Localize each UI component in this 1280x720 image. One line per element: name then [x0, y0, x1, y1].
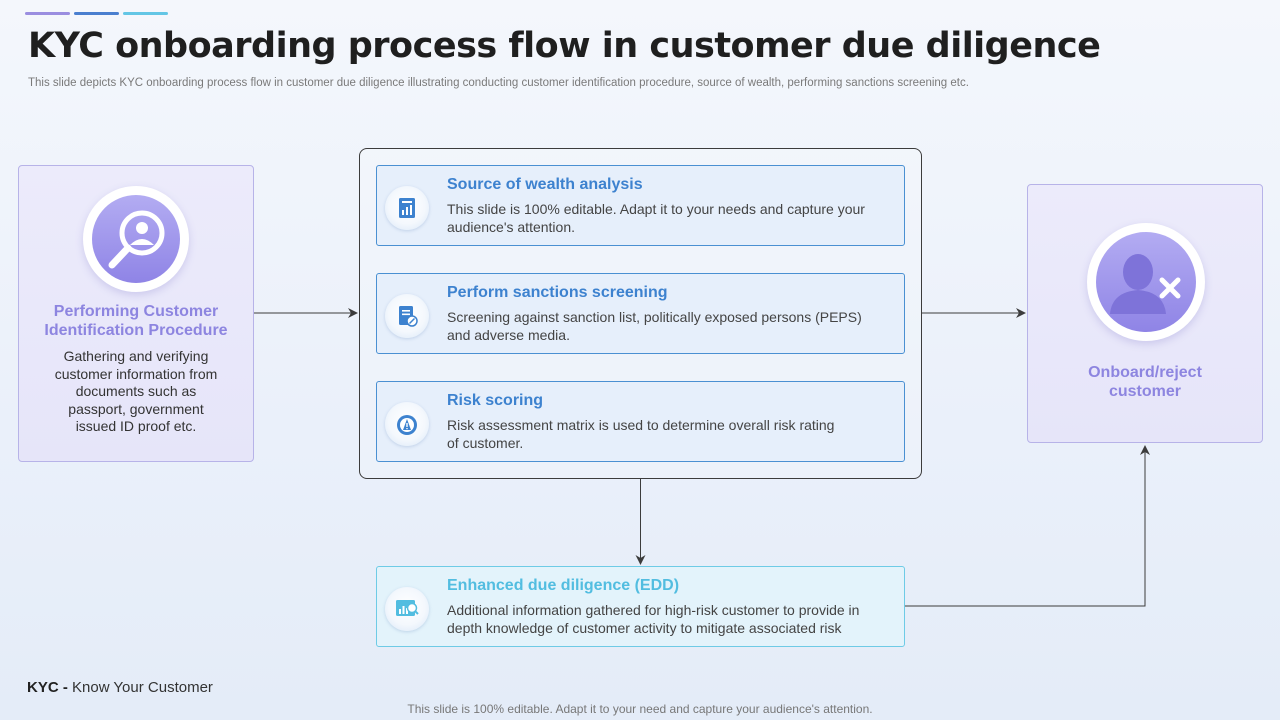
decorative-bars [25, 12, 168, 15]
arrow-edd-to-right [905, 445, 1150, 607]
step-desc: This slide is 100% editable. Adapt it to… [447, 201, 865, 235]
step-title: Risk scoring [447, 392, 544, 409]
step-risk-scoring: Risk scoring Risk assessment matrix is u… [376, 381, 905, 462]
deco-bar-cyan [123, 12, 168, 15]
onboard-reject-title: Onboard/reject customer [1088, 364, 1202, 400]
step-sanctions-screening: Perform sanctions screening Screening ag… [376, 273, 905, 354]
step-enhanced-due-diligence: Enhanced due diligence (EDD) Additional … [376, 566, 905, 647]
step-title: Source of wealth analysis [447, 176, 643, 193]
kyc-footnote: KYC - Know Your Customer [27, 679, 213, 696]
customer-identification-title: Performing Customer Identification Proce… [44, 303, 228, 339]
onboard-reject-card: Onboard/reject customer [1027, 184, 1263, 443]
report-chart-icon [385, 186, 429, 230]
page-title: KYC onboarding process flow in customer … [28, 26, 1101, 66]
analytics-search-icon [385, 587, 429, 631]
step-title: Enhanced due diligence (EDD) [447, 577, 680, 594]
step-source-of-wealth: Source of wealth analysis This slide is … [376, 165, 905, 246]
bottom-note: This slide is 100% editable. Adapt it to… [407, 702, 873, 716]
step-desc: Risk assessment matrix is used to determ… [447, 417, 835, 451]
page-subtitle: This slide depicts KYC onboarding proces… [28, 77, 969, 89]
step-title: Perform sanctions screening [447, 284, 668, 301]
deco-bar-blue [74, 12, 119, 15]
magnifier-user-icon [83, 186, 189, 292]
customer-identification-card: Performing Customer Identification Proce… [18, 165, 254, 462]
step-desc: Additional information gathered for high… [447, 602, 860, 636]
document-check-icon [385, 294, 429, 338]
customer-identification-desc: Gathering and verifying customer informa… [54, 348, 218, 435]
risk-gauge-icon [385, 402, 429, 446]
user-reject-icon [1087, 223, 1205, 341]
step-desc: Screening against sanction list, politic… [447, 309, 862, 343]
deco-bar-purple [25, 12, 70, 15]
